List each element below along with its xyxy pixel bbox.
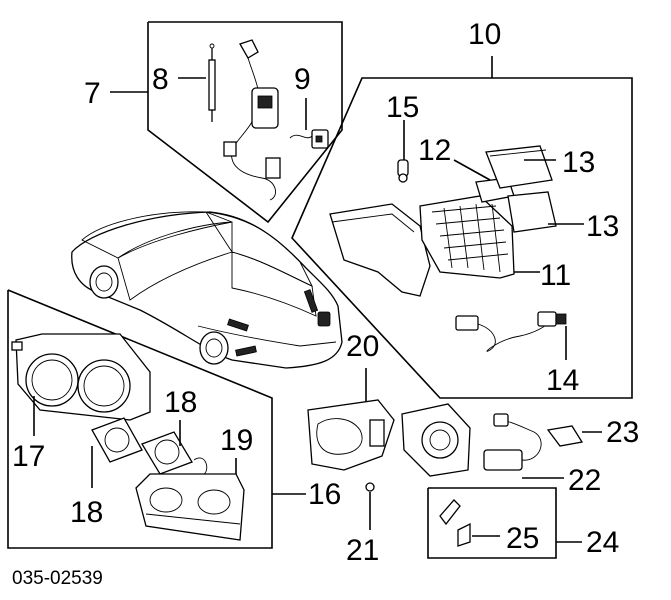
tray-part: [135, 473, 245, 541]
clip-group-panel: [427, 487, 582, 559]
antenna-harness-part: [289, 129, 329, 149]
antenna-rod-part: [208, 43, 216, 122]
callout-18-right: 18: [164, 386, 197, 419]
callout-12: 12: [418, 134, 451, 167]
callout-19: 19: [220, 424, 253, 457]
callout-8: 8: [152, 63, 169, 96]
vehicle-illustration: [71, 211, 343, 369]
callout-21: 21: [346, 534, 379, 567]
bulb-part: [397, 159, 409, 183]
callout-11: 11: [540, 259, 571, 292]
callout-10: 10: [468, 18, 501, 51]
connector-harness-part: [455, 311, 567, 352]
callout-25: 25: [506, 522, 539, 555]
callout-9: 9: [294, 63, 311, 96]
fan-motor-part: [91, 417, 208, 475]
module-housing-part: [329, 195, 515, 297]
callout-17: 17: [12, 440, 45, 473]
callout-14: 14: [546, 364, 579, 397]
antenna-group-panel: [110, 21, 343, 224]
callout-13-lower: 13: [586, 210, 619, 243]
callout-22: 22: [568, 464, 601, 497]
gauge-bezel-part: [11, 333, 151, 421]
callout-16: 16: [308, 478, 341, 511]
callout-13-upper: 13: [562, 146, 595, 179]
callout-20: 20: [346, 330, 379, 363]
callout-labels: 7 8 9 10 11 12 13 13 14 15 16 17 18 18 1…: [12, 18, 639, 567]
fuel-filler-parts: [307, 368, 471, 530]
lens-part: [485, 145, 557, 233]
callout-15: 15: [386, 91, 419, 124]
callout-23: 23: [606, 416, 639, 449]
callout-18-left: 18: [70, 496, 103, 529]
callout-7: 7: [84, 77, 101, 110]
switch-harness-parts: [483, 413, 602, 479]
callout-24: 24: [586, 526, 619, 559]
drawing-code: 035-02539: [12, 568, 103, 589]
meter-group-panel: [7, 289, 306, 549]
filler-group-panel: [291, 56, 633, 399]
antenna-motor-part: [223, 39, 281, 201]
